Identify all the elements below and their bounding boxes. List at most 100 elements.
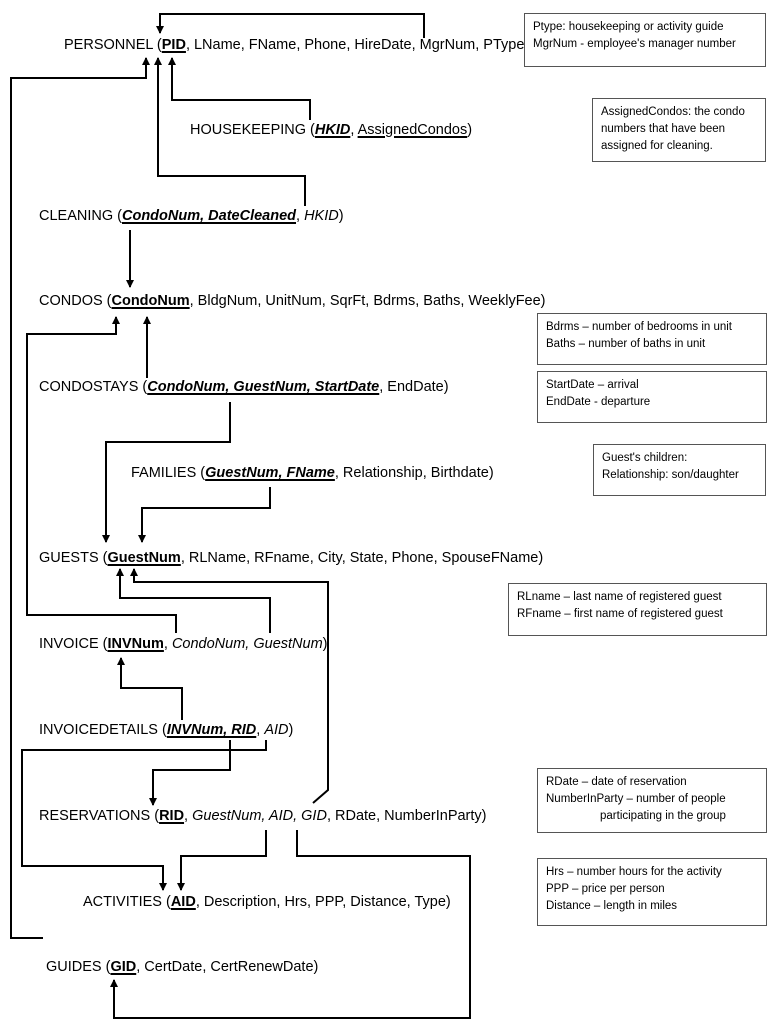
primary-key: AID <box>170 894 196 910</box>
attributes: , BldgNum, UnitNum, SqrFt, Bdrms, Baths,… <box>189 293 546 309</box>
relation-reservations: RESERVATIONS (RID, GuestNum, AID, GID, R… <box>39 807 487 825</box>
note-line: Hrs – number hours for the activity <box>546 866 722 878</box>
note-line: NumberInParty – number of people <box>546 793 726 805</box>
attributes: , RDate, NumberInParty) <box>326 808 487 824</box>
invoicedetails-to-invoice-line <box>117 657 183 720</box>
relation-name: PERSONNEL ( <box>64 37 162 53</box>
guides-to-personnel-line <box>10 57 150 939</box>
invoice-condo-to-condos-line <box>26 316 177 633</box>
note-personnel: Ptype: housekeeping or activity guide Mg… <box>524 13 766 67</box>
relation-invoice: INVOICE (INVNum, CondoNum, GuestNum) <box>39 635 328 653</box>
primary-key: RID <box>159 808 185 824</box>
separator: , <box>256 722 265 738</box>
invoice-guest-to-guests-line <box>116 568 271 633</box>
primary-key: CondoNum <box>111 293 190 309</box>
separator: , <box>163 636 172 652</box>
families-to-guests-line <box>138 487 271 543</box>
note-line: RFname – first name of registered guest <box>517 608 723 620</box>
reservations-to-activities-line <box>177 830 267 891</box>
note-housekeeping: AssignedCondos: the condo numbers that h… <box>592 98 766 162</box>
foreign-key: AID <box>264 722 289 738</box>
note-line: Bdrms – number of bedrooms in unit <box>546 321 733 333</box>
invoicedetails-to-reservations-line <box>149 740 231 806</box>
primary-key: GuestNum, FName <box>205 465 335 481</box>
invoicedetails-to-activities-line <box>21 740 267 891</box>
mgrnum-to-pid-line <box>156 13 425 38</box>
note-line: participating in the group <box>600 810 726 822</box>
primary-key: INVNum <box>107 636 164 652</box>
note-line: EndDate - departure <box>546 396 651 408</box>
relation-name: CONDOS ( <box>39 293 112 309</box>
attributes: , RLName, RFname, City, State, Phone, Sp… <box>180 550 544 566</box>
relation-guides: GUIDES (GID, CertDate, CertRenewDate) <box>46 958 318 976</box>
primary-key: HKID <box>314 122 351 138</box>
close-paren: ) <box>467 122 473 138</box>
note-line: StartDate – arrival <box>546 379 639 391</box>
relation-guests: GUESTS (GuestNum, RLName, RFname, City, … <box>39 549 543 567</box>
hkid-to-pid-line <box>168 57 311 120</box>
primary-key: PID <box>161 37 186 53</box>
primary-key: CondoNum, GuestNum, StartDate <box>147 379 380 395</box>
note-condos: Bdrms – number of bedrooms in unit Baths… <box>537 313 767 365</box>
close-paren: ) <box>338 208 344 224</box>
note-activities: Hrs – number hours for the activity PPP … <box>537 858 767 926</box>
note-line: Relationship: son/daughter <box>602 469 739 481</box>
relation-name: INVOICEDETAILS ( <box>39 722 167 738</box>
attributes: , CertDate, CertRenewDate) <box>136 959 319 975</box>
relation-name: CONDOSTAYS ( <box>39 379 148 395</box>
relation-condostays: CONDOSTAYS (CondoNum, GuestNum, StartDat… <box>39 378 449 396</box>
cleaning-hkid-to-pid-line <box>154 57 306 206</box>
relation-personnel: PERSONNEL (PID, LName, FName, Phone, Hir… <box>64 36 529 54</box>
note-line: numbers that have been <box>601 123 726 135</box>
close-paren: ) <box>288 722 294 738</box>
relation-name: RESERVATIONS ( <box>39 808 160 824</box>
attributes: AssignedCondos <box>357 122 468 138</box>
note-line: AssignedCondos: the condo <box>601 106 745 118</box>
attributes: , EndDate) <box>379 379 449 395</box>
note-guests: RLname – last name of registered guest R… <box>508 583 767 636</box>
relation-condos: CONDOS (CondoNum, BldgNum, UnitNum, SqrF… <box>39 292 546 310</box>
relation-name: GUESTS ( <box>39 550 108 566</box>
note-line: RDate – date of reservation <box>546 776 687 788</box>
primary-key: GuestNum <box>107 550 181 566</box>
note-reservations: RDate – date of reservation NumberInPart… <box>537 768 767 833</box>
relation-families: FAMILIES (GuestNum, FName, Relationship,… <box>131 464 494 482</box>
separator: , <box>296 208 305 224</box>
primary-key: INVNum, RID <box>166 722 257 738</box>
foreign-key: HKID <box>304 208 339 224</box>
close-paren: ) <box>322 636 328 652</box>
relation-housekeeping: HOUSEKEEPING (HKID, AssignedCondos) <box>190 121 472 139</box>
relation-activities: ACTIVITIES (AID, Description, Hrs, PPP, … <box>83 893 451 911</box>
note-line: Baths – number of baths in unit <box>546 338 706 350</box>
attributes: , LName, FName, Phone, HireDate, MgrNum,… <box>185 37 530 53</box>
note-families: Guest's children: Relationship: son/daug… <box>593 444 766 496</box>
separator: , <box>184 808 193 824</box>
note-line: MgrNum - employee's manager number <box>533 38 736 50</box>
attributes: , Description, Hrs, PPP, Distance, Type) <box>195 894 451 910</box>
relation-cleaning: CLEANING (CondoNum, DateCleaned, HKID) <box>39 207 344 225</box>
primary-key: CondoNum, DateCleaned <box>122 208 297 224</box>
relation-name: CLEANING ( <box>39 208 122 224</box>
relation-name: FAMILIES ( <box>131 465 206 481</box>
foreign-key: CondoNum, GuestNum <box>171 636 323 652</box>
note-line: RLname – last name of registered guest <box>517 591 722 603</box>
relation-name: HOUSEKEEPING ( <box>190 122 315 138</box>
note-condostays: StartDate – arrival EndDate - departure <box>537 371 767 423</box>
note-line: Distance – length in miles <box>546 900 678 912</box>
attributes: , Relationship, Birthdate) <box>334 465 494 481</box>
note-line: assigned for cleaning. <box>601 140 713 152</box>
relation-name: INVOICE ( <box>39 636 108 652</box>
reservations-to-guides-line <box>110 830 471 1019</box>
note-line: Ptype: housekeeping or activity guide <box>533 21 724 33</box>
separator: , <box>350 122 358 138</box>
relation-invoicedetails: INVOICEDETAILS (INVNum, RID, AID) <box>39 721 293 739</box>
primary-key: GID <box>110 959 137 975</box>
condostays-to-guests-line <box>102 402 231 543</box>
note-line: Guest's children: <box>602 452 688 464</box>
note-line: PPP – price per person <box>546 883 665 895</box>
reservations-to-guests-line <box>130 568 329 804</box>
foreign-key: GuestNum, AID, GID <box>192 808 327 824</box>
relation-name: ACTIVITIES ( <box>83 894 171 910</box>
relation-name: GUIDES ( <box>46 959 111 975</box>
